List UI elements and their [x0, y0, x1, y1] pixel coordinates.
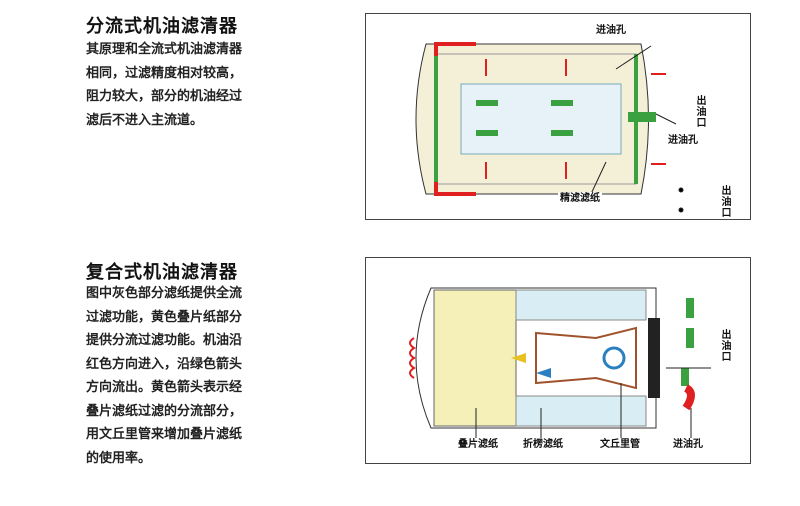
- text-line: 方向流出。黄色箭头表示经: [86, 380, 243, 395]
- text-line: 阻力较大，部分的机油经过: [86, 89, 243, 104]
- text-line: 其原理和全流式机油滤清器: [86, 42, 243, 57]
- section2-title: 复合式机油滤清器: [86, 262, 238, 283]
- text-line: 图中灰色部分滤纸提供全流: [86, 286, 243, 301]
- label-outlet: 出油口: [716, 328, 732, 363]
- label-pleated-paper: 折楞滤纸: [521, 438, 565, 452]
- text-line: 用文丘里管来增加叠片滤纸: [86, 427, 243, 442]
- text-line: 滤后不进入主流道。: [86, 112, 204, 128]
- text-line: 的使用率。: [86, 450, 152, 466]
- text-line: 叠片滤纸过滤的分流部分，: [86, 403, 243, 419]
- label-venturi: 文丘里管: [598, 438, 642, 452]
- section2-description: 图中灰色部分滤纸提供全流 过滤功能，黄色叠片纸部分 提供分流过滤功能。机油沿 红…: [86, 282, 286, 470]
- label-outlet-right: 出油口: [691, 94, 707, 129]
- label-outlet-bottom: 出油口: [716, 184, 732, 219]
- text-line: 提供分流过滤功能。机油沿: [86, 333, 243, 348]
- label-inlet-top: 进油孔: [594, 24, 628, 38]
- text-line: 相同，过滤精度相对较高，: [86, 65, 243, 81]
- label-inlet-right: 进油孔: [666, 134, 700, 148]
- combined-filter-diagram: 出油口 叠片滤纸 折楞滤纸 文丘里管 进油孔: [365, 257, 751, 464]
- combined-filter-illustration: [409, 287, 711, 443]
- label-stacked-paper: 叠片滤纸: [456, 438, 500, 452]
- bypass-filter-illustration: [415, 42, 684, 213]
- label-inlet: 进油孔: [671, 438, 705, 452]
- label-fine-paper: 精滤滤纸: [558, 192, 602, 206]
- text-line: 红色方向进入，沿绿色箭头: [86, 356, 243, 372]
- bypass-filter-diagram: 进油孔 出油口 进油孔 精滤滤纸 出油口: [365, 13, 751, 220]
- section1-title: 分流式机油滤清器: [86, 16, 238, 37]
- text-line: 过滤功能，黄色叠片纸部分: [86, 309, 243, 325]
- section1-description: 其原理和全流式机油滤清器 相同，过滤精度相对较高， 阻力较大，部分的机油经过 滤…: [86, 38, 286, 132]
